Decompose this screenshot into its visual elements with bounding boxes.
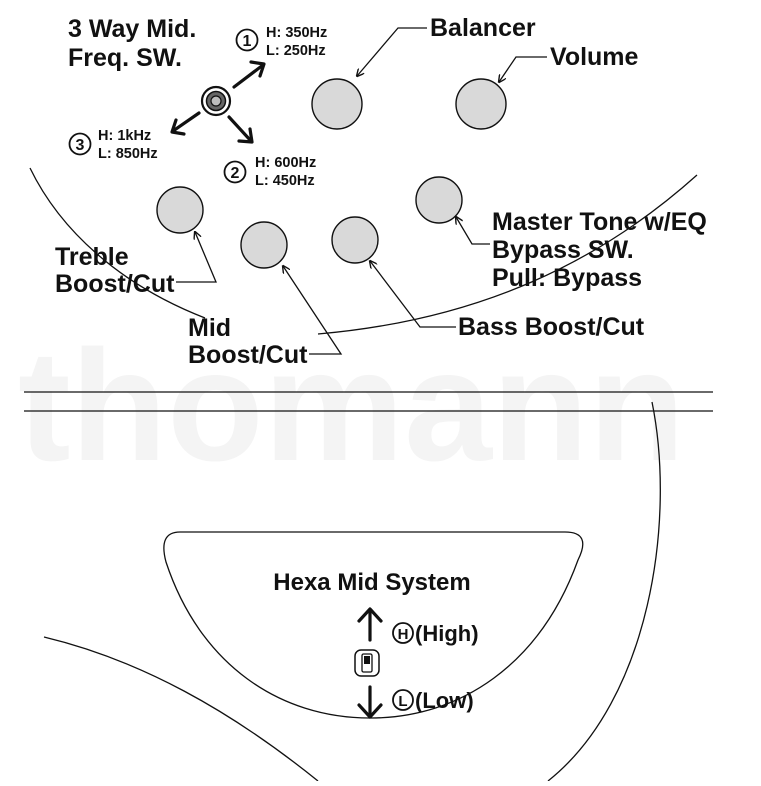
master-tone-label-line2: Bypass SW. [492,236,634,264]
high-letter: H [398,626,409,643]
master-tone-leader [456,217,490,245]
badge-1-text: 1 [243,33,252,50]
balancer-leader [357,27,427,76]
body-edge-lower-left [43,636,319,782]
pos2-high-freq: H: 600Hz [255,155,316,171]
mid-switch-title-line1: 3 Way Mid. [68,15,196,43]
mid-label-line1: Mid [188,314,231,342]
circled-letter-H-icon [392,622,414,644]
volume-leader [499,56,547,82]
circled-digit-2-icon [223,160,247,184]
pos3-low-freq: L: 850Hz [98,146,158,162]
body-edge-left [29,167,206,319]
volume-label: Volume [550,43,639,71]
hexa-badges [392,622,414,711]
hexa-arrows [357,607,383,719]
arrow-down-icon [357,685,383,719]
body-edge-lower-right [547,401,661,782]
circled-digit-1-icon [235,28,259,52]
position-badges [68,28,259,184]
arrow-up-right-icon [232,60,266,89]
hexa-title: Hexa Mid System [273,569,470,596]
arrow-down-left-icon [170,111,201,136]
bass-leader [370,261,456,328]
mid-knob[interactable] [240,221,288,269]
leader-lines [176,27,547,355]
balancer-knob[interactable] [311,78,363,130]
treble-knob[interactable] [156,186,204,234]
body-edge-right [317,174,698,335]
volume-knob[interactable] [455,78,507,130]
balancer-label: Balancer [430,14,536,42]
switch-arrows [170,60,266,144]
mid-label-line2: Boost/Cut [188,341,308,369]
hexa-mid-plate [163,531,584,719]
circled-digit-3-icon [68,132,92,156]
badge-3-text: 3 [76,137,85,154]
mid-leader [283,266,343,355]
bass-label: Bass Boost/Cut [458,313,645,341]
mini-switch-icon[interactable] [354,649,380,677]
low-letter: L [398,693,407,710]
knobs [156,78,507,269]
pos1-high-freq: H: 350Hz [266,25,327,41]
arrow-up-icon [357,607,383,642]
master-tone-label-line1: Master Tone w/EQ [492,208,707,236]
arrow-down-right-icon [227,115,254,144]
pos1-low-freq: L: 250Hz [266,43,326,59]
bass-knob[interactable] [331,216,379,264]
watermark-text: thomann [18,318,685,494]
high-label: (High) [415,621,479,646]
circled-letter-L-icon [392,689,414,711]
treble-leader [176,232,217,283]
mid-switch-title-line2: Freq. SW. [68,44,182,72]
low-label: (Low) [415,688,474,713]
master-tone-knob[interactable] [415,176,463,224]
treble-label-line1: Treble [55,243,129,271]
pos3-high-freq: H: 1kHz [98,128,151,144]
rotary-switch-icon[interactable] [200,85,232,117]
pos2-low-freq: L: 450Hz [255,173,315,189]
badge-2-text: 2 [231,165,240,182]
master-tone-label-line3: Pull: Bypass [492,264,642,292]
treble-label-line2: Boost/Cut [55,270,175,298]
